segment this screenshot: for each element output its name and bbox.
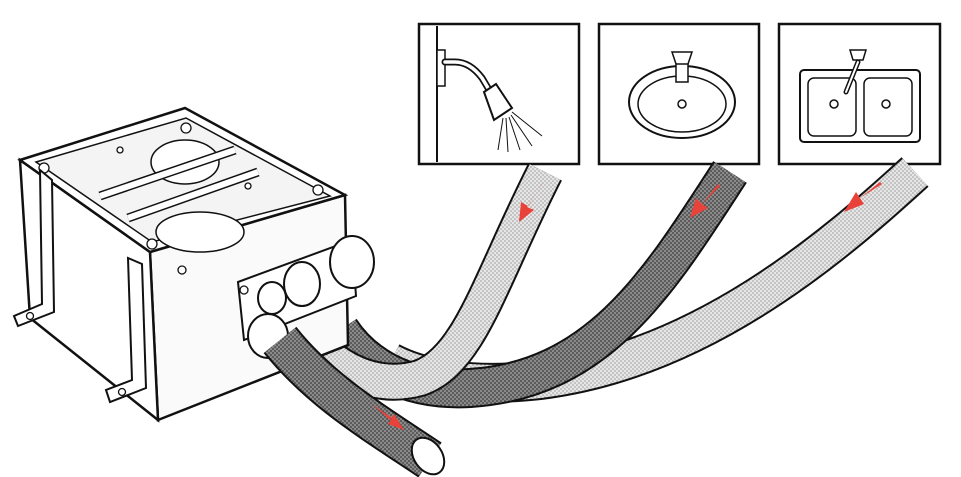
panel-washbasin	[597, 22, 761, 166]
kitchen-sink-icon	[799, 49, 921, 143]
flow-arrows	[372, 182, 882, 430]
arrow-outlet-flow	[372, 404, 404, 430]
panel-shower	[417, 22, 581, 166]
arrow-washbasin-flow	[690, 184, 720, 218]
panel-double-sink	[777, 22, 942, 166]
washbasin-icon	[628, 51, 736, 139]
arrow-double-sink-flow	[844, 182, 882, 212]
shower-head-icon	[436, 26, 543, 162]
hose-outlet	[263, 326, 446, 477]
arrow-shower-flow	[519, 182, 543, 222]
